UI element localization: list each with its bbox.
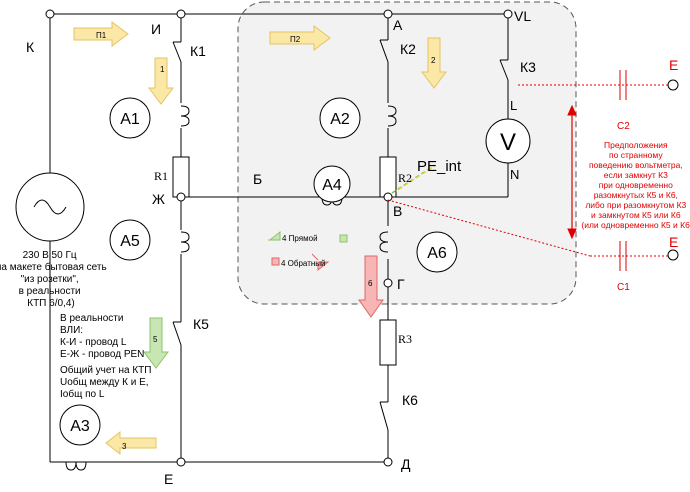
arrow-1	[148, 57, 174, 105]
capacitor-labels: C2 C1	[617, 121, 630, 293]
legend-direct: 4 Прямой	[282, 234, 318, 243]
node-g: Г	[397, 276, 405, 292]
double-arrow-icon	[567, 104, 577, 240]
voltmeter-hypothesis-note: Предположения по странному поведению вол…	[581, 140, 690, 230]
switch-k2: К2	[400, 41, 416, 57]
capacitor-c2-label: C2	[617, 121, 630, 132]
arrow-6	[358, 255, 384, 318]
arrow-6-label: 6	[368, 279, 373, 288]
junctions	[45, 9, 679, 467]
meter-a3-label: A3	[70, 418, 90, 435]
arrow-labels: П1 П2 1 2 3 5 6	[96, 31, 436, 451]
arrow-p1	[73, 21, 129, 47]
node-zh: Ж	[152, 191, 165, 207]
pe-int-label: PE_int	[417, 158, 462, 175]
resistor-r3	[379, 319, 397, 366]
node-l: L	[510, 98, 517, 113]
legend-reverse: 4 Обратный	[281, 259, 326, 268]
arrow-1-label: 1	[160, 65, 165, 74]
voltmeter-label: V	[500, 129, 516, 156]
sine-wave-icon	[33, 199, 67, 215]
pe-link-yellow	[395, 164, 437, 192]
node-b-cyr: Б	[253, 171, 262, 187]
meter-a2-label: A2	[330, 111, 350, 128]
resistor-r1-label: R1	[154, 169, 168, 183]
arrow-3-label: 3	[122, 442, 127, 451]
metering-note: Общий учет на КТП Uобщ между К и Е, Iобщ…	[60, 364, 154, 400]
arrow-5	[143, 317, 169, 369]
arrow-3	[105, 430, 157, 456]
legend-labels: 4 Прямой 4 Обратный	[281, 234, 326, 268]
hypothesis-lines	[387, 70, 668, 271]
arrow-5-label: 5	[153, 335, 158, 344]
ac-source	[15, 172, 85, 242]
ammeter-a1	[109, 97, 151, 139]
legend-direct-arrow-icon	[268, 230, 281, 241]
ammeter-a5	[109, 219, 151, 261]
node-a: А	[393, 17, 403, 33]
source-description: 230 В 50 Гц (на макете бытовая сеть "из …	[0, 250, 109, 309]
arrow-p1-label: П1	[96, 31, 107, 40]
arrow-p2	[269, 25, 331, 51]
node-i: И	[151, 21, 161, 37]
ammeter-a4	[313, 165, 351, 203]
reality-note: В реальности ВЛИ: К-И - провод L Е-Ж - п…	[60, 313, 144, 360]
switch-k6: К6	[402, 392, 418, 408]
node-vl: VL	[514, 8, 531, 24]
legend-icons	[268, 230, 348, 272]
switch-k1: К1	[190, 43, 206, 59]
ammeter-a6	[416, 231, 458, 273]
resistor-r3-label: R3	[398, 332, 412, 346]
switch-k3: К3	[520, 59, 536, 75]
node-e: Е	[164, 471, 173, 487]
node-e-bot: E	[669, 234, 678, 250]
meter-a1-label: A1	[120, 111, 140, 128]
resistor-r1	[172, 156, 190, 198]
resistor-r2-label: R2	[398, 171, 412, 185]
meter-a4-label: A4	[322, 177, 342, 194]
switch-labels: К1 К2 К3 К5 К6	[190, 41, 536, 408]
switch-blades	[172, 39, 509, 431]
voltmeter-v	[485, 118, 531, 164]
resistor-labels: R1 R2 R3	[154, 169, 412, 346]
current-arrows	[73, 21, 447, 456]
node-labels: К И А VL Б В Ж Г Д Е L N E E	[26, 8, 678, 487]
node-v-lat: В	[393, 203, 402, 219]
resistor-r2	[379, 156, 397, 198]
ammeter-a2	[319, 97, 361, 139]
meters	[59, 97, 531, 446]
node-d: Д	[401, 456, 411, 472]
node-e-top: E	[669, 57, 678, 73]
arrow-2-label: 2	[431, 56, 436, 65]
node-n: N	[510, 167, 519, 182]
arrow-p2-label: П2	[290, 35, 301, 44]
switch-k5: К5	[193, 316, 209, 332]
measurement-box	[237, 1, 577, 305]
meter-a5-label: A5	[120, 233, 140, 250]
legend-reverse-arrow-icon	[311, 253, 330, 272]
meter-labels: A1 A2 A4 A5 A6 A3 V	[70, 111, 516, 435]
arrow-2	[421, 37, 447, 89]
capacitor-c1-label: C1	[617, 282, 630, 293]
node-k: К	[26, 39, 35, 55]
ammeter-a3	[59, 404, 101, 446]
meter-a6-label: A6	[427, 245, 447, 262]
